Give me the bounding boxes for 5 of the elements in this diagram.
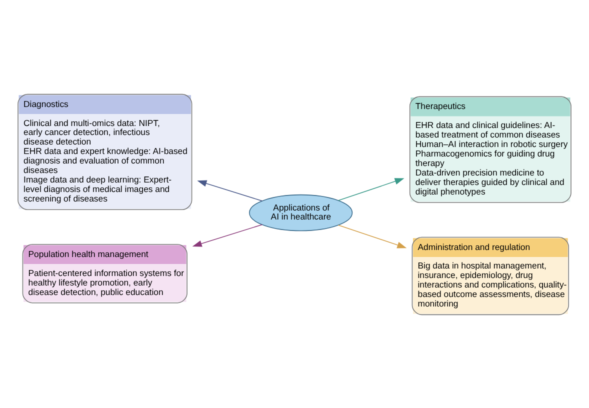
arrow (338, 178, 404, 200)
arrow (197, 180, 263, 201)
arrow (192, 224, 263, 246)
node-ellipse: Applications of AI in healthcare (249, 194, 353, 231)
arrow (338, 224, 407, 248)
